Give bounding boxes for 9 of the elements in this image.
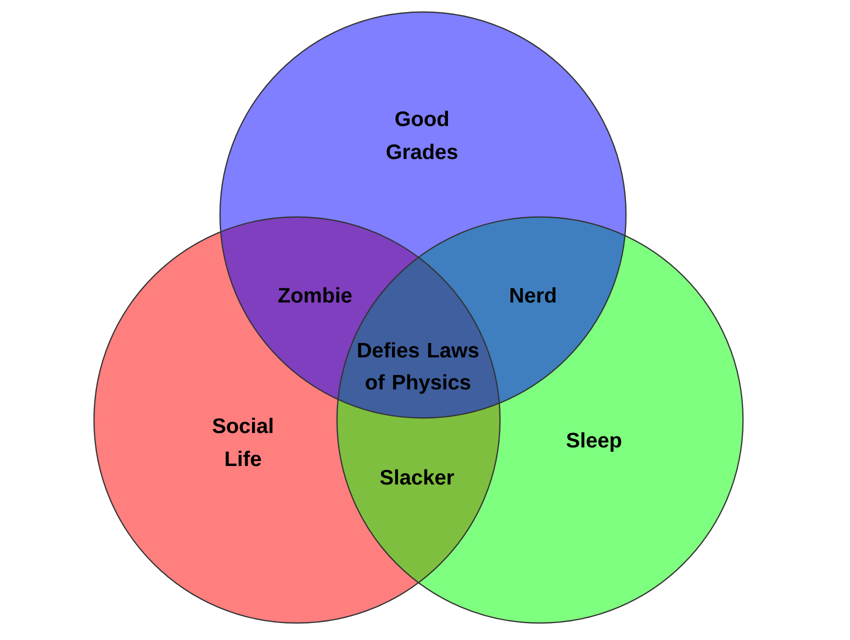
region-label: Defies Laws of Physics [358,342,478,394]
circle-label: Sleep [566,432,622,452]
venn-circle [93,216,501,624]
region-label: Slacker [380,469,454,485]
region-label: Zombie [278,287,352,303]
circle-label: Social Life [212,418,272,466]
region-label: Nerd [510,287,556,303]
circle-label: Good Grades [386,110,458,160]
venn-circle [219,11,627,419]
